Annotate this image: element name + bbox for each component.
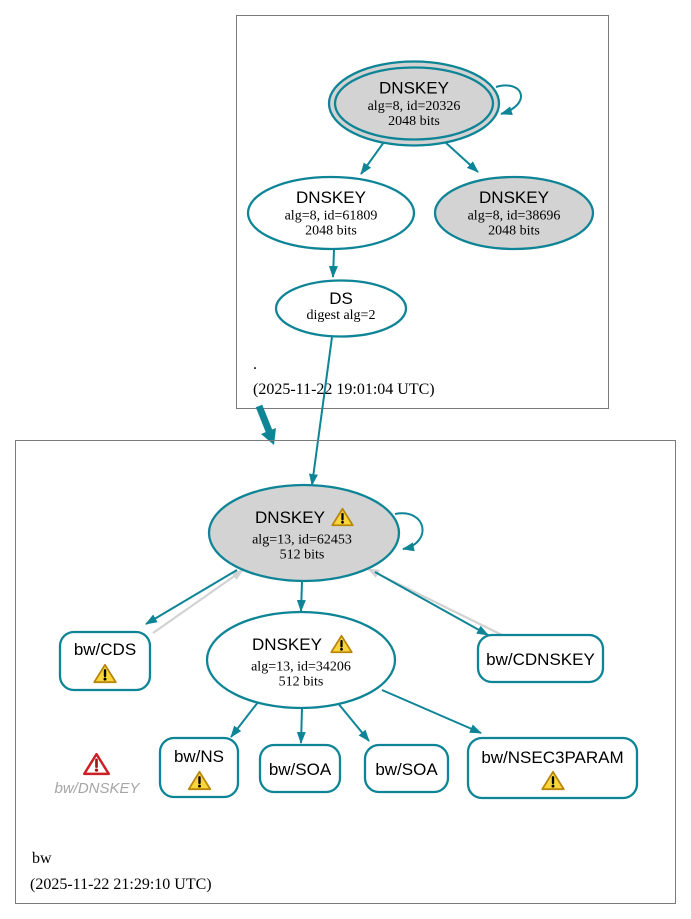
- node-bw-ksk[interactable]: DNSKEY alg=13, id=62453 512 bits: [207, 483, 401, 583]
- node-bw-ksk-ellipse[interactable]: [207, 483, 401, 583]
- node-root-zsk-title: DNSKEY: [296, 188, 366, 207]
- zone-box-bw: [15, 440, 676, 904]
- edge-bw-ksk-to-zsk: [296, 581, 306, 612]
- node-bw-ns-label: bw/NS: [174, 747, 224, 766]
- node-bw-ksk-bits: 512 bits: [280, 548, 325, 563]
- node-bw-soa1-label: bw/SOA: [269, 760, 332, 779]
- node-bw-zsk-ellipse[interactable]: [205, 610, 397, 710]
- zone-timestamp-root: (2025-11-22 19:01:04 UTC): [253, 381, 435, 398]
- edge-root-ksk-to-zsk: [360, 141, 385, 175]
- node-bw-zsk[interactable]: DNSKEY alg=13, id=34206 512 bits: [205, 610, 397, 710]
- zone-name-bw: bw: [32, 850, 52, 867]
- edge-bw-ksk-self-loop: [394, 512, 424, 552]
- node-bw-zsk-alg: alg=13, id=34206: [251, 660, 351, 675]
- edge-bw-zsk-to-nsec3param: [381, 689, 482, 734]
- zone-name-root: .: [253, 356, 257, 373]
- node-root-ksk-inner-ellipse: [333, 66, 495, 141]
- node-bw-ksk-alg: alg=13, id=62453: [252, 533, 352, 548]
- edge-bw-cds-to-ksk-gray: [152, 569, 244, 634]
- node-root-ksk[interactable]: DNSKEY alg=8, id=20326 2048 bits: [327, 60, 501, 147]
- edge-bw-zsk-to-soa1: [296, 707, 306, 744]
- zone-box-root: [236, 15, 609, 409]
- node-root-zsk-ellipse[interactable]: [246, 175, 416, 251]
- node-bw-soa2[interactable]: bw/SOA: [363, 743, 450, 794]
- node-bw-ksk-title: DNSKEY: [255, 508, 325, 527]
- node-bw-soa2-label: bw/SOA: [375, 760, 438, 779]
- edge-bw-ksk-to-cds: [145, 569, 238, 625]
- edge-root-zsk-to-ds: [328, 249, 338, 278]
- node-bw-missing-dnskey[interactable]: bw/DNSKEY: [54, 752, 141, 797]
- node-bw-ns[interactable]: bw/NS: [158, 736, 240, 799]
- node-bw-soa2-rect[interactable]: [363, 743, 450, 794]
- node-bw-ns-rect[interactable]: [158, 736, 240, 799]
- node-bw-soa1-rect[interactable]: [258, 743, 342, 794]
- node-bw-zsk-title: DNSKEY: [252, 635, 322, 654]
- edge-delegation-root-to-bw: [255, 404, 273, 433]
- node-bw-cdnskey[interactable]: bw/CDNSKEY: [476, 633, 605, 684]
- node-root-ksk-bits: 2048 bits: [388, 114, 440, 129]
- edge-root-ksk-to-dnskey3: [444, 141, 479, 173]
- node-bw-nsec3param-label: bw/NSEC3PARAM: [481, 748, 623, 767]
- node-root-dnskey3-alg: alg=8, id=38696: [468, 209, 561, 224]
- node-root-ksk-title: DNSKEY: [379, 79, 449, 98]
- node-root-ds-title: DS: [329, 289, 353, 308]
- node-bw-missing-dnskey-label: bw/DNSKEY: [54, 780, 140, 797]
- node-bw-soa1[interactable]: bw/SOA: [258, 743, 342, 794]
- node-root-ds[interactable]: DS digest alg=2: [274, 279, 408, 338]
- edge-root-ksk-self-loop: [495, 84, 522, 116]
- node-bw-nsec3param-rect[interactable]: [466, 736, 639, 800]
- node-root-ksk-alg: alg=8, id=20326: [368, 99, 461, 114]
- node-bw-cds-label: bw/CDS: [74, 640, 136, 659]
- node-root-dnskey3-title: DNSKEY: [479, 188, 549, 207]
- node-root-ds-ellipse[interactable]: [274, 279, 408, 338]
- node-bw-nsec3param[interactable]: bw/NSEC3PARAM: [466, 736, 639, 800]
- zone-timestamp-bw: (2025-11-22 21:29:10 UTC): [30, 876, 212, 893]
- node-bw-zsk-bits: 512 bits: [279, 675, 324, 690]
- error-icon: [83, 752, 110, 776]
- node-bw-cdnskey-rect[interactable]: [476, 633, 605, 684]
- edge-bw-zsk-to-soa2: [336, 701, 370, 742]
- node-root-dnskey3-bits: 2048 bits: [488, 224, 540, 239]
- node-root-zsk-alg: alg=8, id=61809: [285, 209, 378, 224]
- node-root-zsk-bits: 2048 bits: [305, 224, 357, 239]
- node-root-ds-detail: digest alg=2: [307, 308, 376, 323]
- node-bw-cds[interactable]: bw/CDS: [58, 630, 152, 692]
- edge-bw-ksk-to-cdnskey: [374, 571, 489, 636]
- node-root-zsk[interactable]: DNSKEY alg=8, id=61809 2048 bits: [246, 175, 416, 251]
- node-root-ksk-outer-ellipse[interactable]: [327, 60, 501, 147]
- node-bw-cds-rect[interactable]: [58, 630, 152, 692]
- node-root-dnskey3-ellipse[interactable]: [433, 175, 595, 251]
- node-root-dnskey3[interactable]: DNSKEY alg=8, id=38696 2048 bits: [433, 175, 595, 251]
- node-bw-cdnskey-label: bw/CDNSKEY: [486, 650, 595, 669]
- edge-root-ds-to-bw-ksk: [309, 336, 333, 486]
